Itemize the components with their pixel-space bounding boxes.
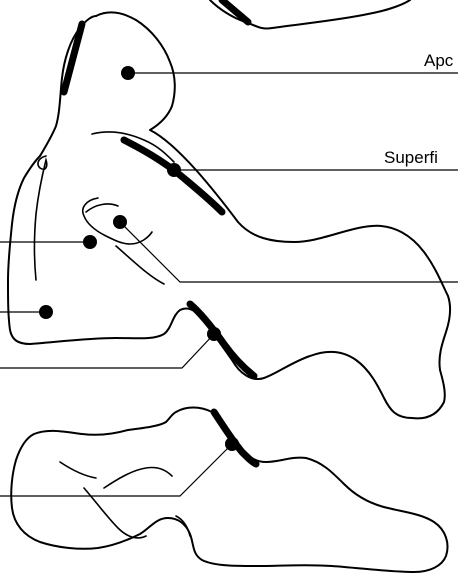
callout-dot-left-1	[83, 235, 97, 249]
label-superficial: Superfi	[384, 148, 438, 167]
callout-dot-inner	[113, 215, 127, 229]
callout-dot-edge	[207, 327, 221, 341]
lower-edge-marker-bar	[190, 304, 254, 376]
lower-inner-fold-4	[60, 462, 96, 478]
callout-dot-superficial	[167, 163, 181, 177]
callout-dot-left-2	[39, 305, 53, 319]
leader-inner	[120, 222, 458, 282]
lower-inner-fold-1	[104, 467, 172, 488]
callout-dot-apical	[121, 66, 135, 80]
leader-lower	[0, 444, 232, 496]
upper-inner-fold-2	[35, 156, 47, 280]
callout-dot-lower	[225, 437, 239, 451]
upper-inner-fold-4	[116, 246, 164, 284]
upper-inner-fold-5	[86, 204, 118, 212]
lower-inner-fold-3	[176, 516, 190, 536]
label-apical: Apc	[424, 51, 454, 70]
